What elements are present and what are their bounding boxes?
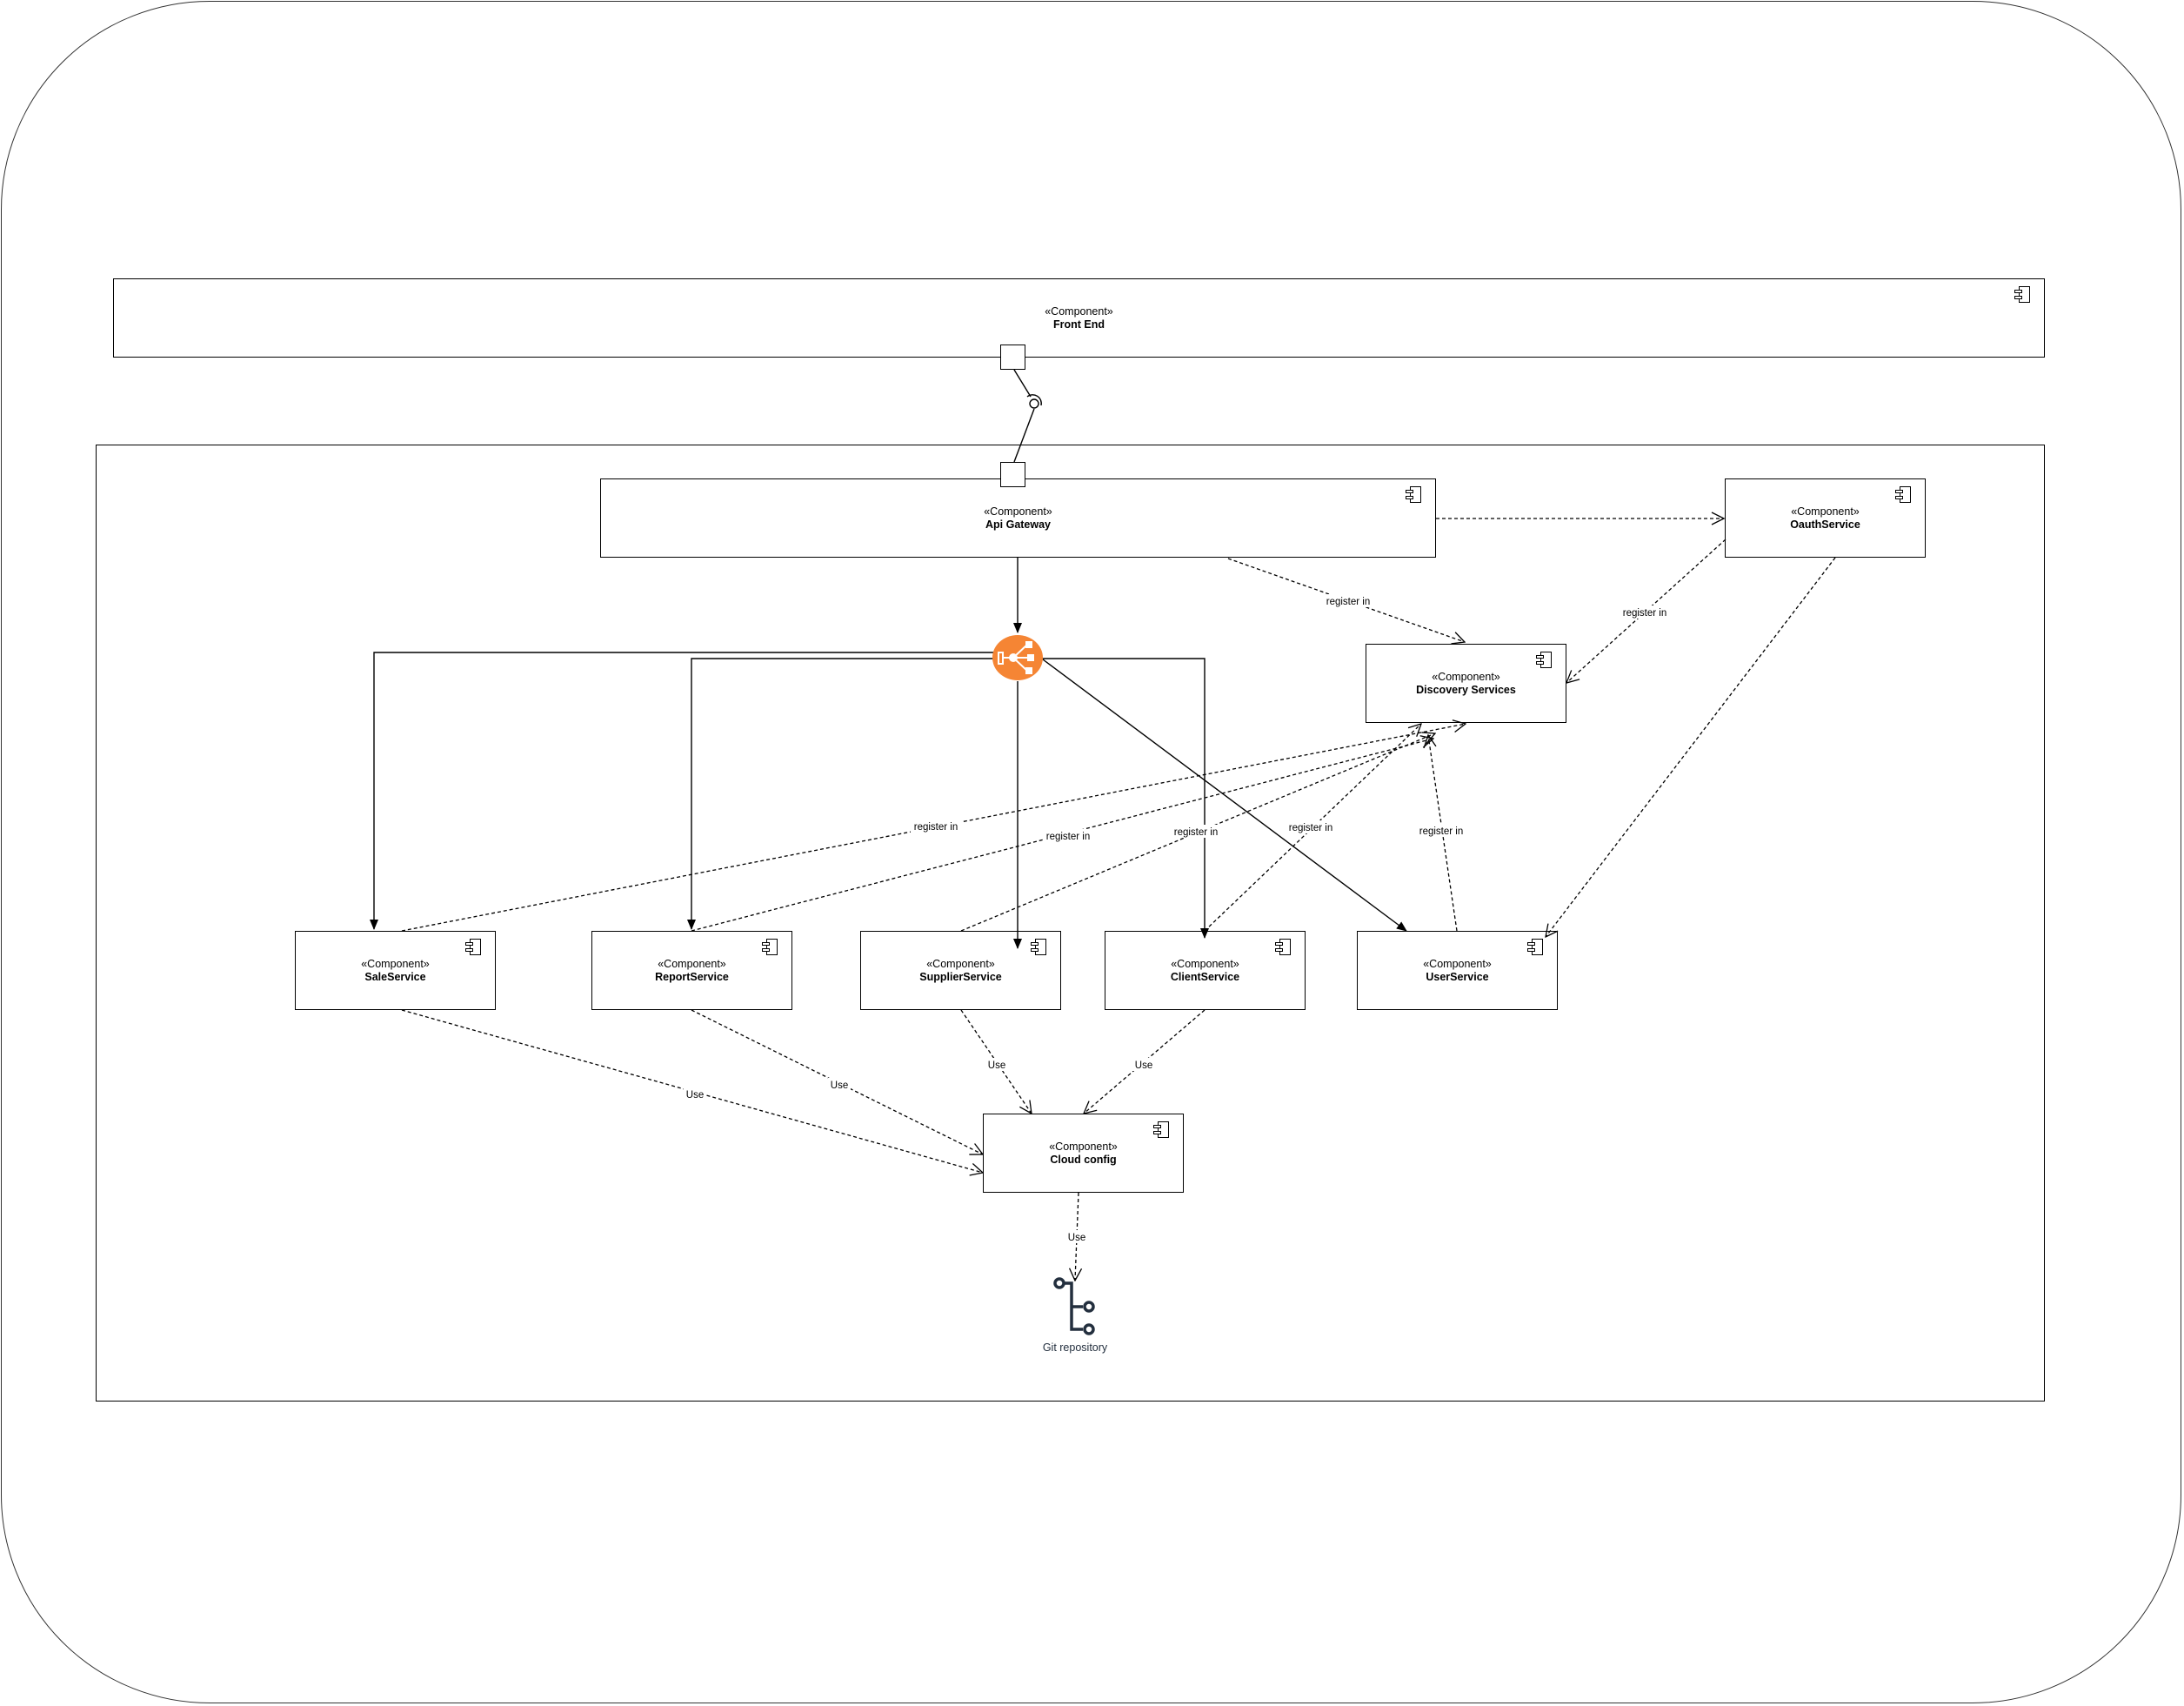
- component-icon: [2014, 286, 2030, 303]
- component-report-service[interactable]: «Component» ReportService: [591, 931, 792, 1010]
- component-name: Api Gateway: [985, 518, 1052, 531]
- component-icon: [1153, 1121, 1169, 1138]
- component-icon: [762, 939, 778, 955]
- stereotype-label: «Component»: [658, 957, 726, 970]
- component-icon: [1031, 939, 1046, 955]
- component-name: ClientService: [1170, 970, 1240, 983]
- stereotype-label: «Component»: [1423, 957, 1492, 970]
- component-icon: [1527, 939, 1543, 955]
- stereotype-label: «Component»: [1045, 304, 1113, 318]
- stereotype-label: «Component»: [1171, 957, 1239, 970]
- component-icon: [1406, 486, 1421, 503]
- component-discovery-services[interactable]: «Component» Discovery Services: [1366, 644, 1566, 723]
- component-name: ReportService: [655, 970, 729, 983]
- component-icon: [1536, 652, 1552, 668]
- component-icon: [1895, 486, 1911, 503]
- component-name: Cloud config: [1050, 1153, 1117, 1166]
- stereotype-label: «Component»: [984, 505, 1052, 518]
- component-oauth-service[interactable]: «Component» OauthService: [1725, 478, 1926, 558]
- component-name: OauthService: [1790, 518, 1860, 531]
- component-name: SaleService: [364, 970, 426, 983]
- component-name: SupplierService: [919, 970, 1002, 983]
- component-api-gateway[interactable]: «Component» Api Gateway: [600, 478, 1436, 558]
- front-end-port[interactable]: [1000, 345, 1025, 370]
- backend-system-boundary: [96, 445, 2045, 1402]
- component-name: Front End: [1052, 318, 1105, 331]
- stereotype-label: «Component»: [1432, 670, 1500, 683]
- component-front-end[interactable]: «Component» Front End: [113, 278, 2045, 358]
- stereotype-label: «Component»: [1049, 1140, 1118, 1153]
- git-repository-label: Git repository: [1042, 1341, 1108, 1354]
- component-name: UserService: [1426, 970, 1489, 983]
- component-sale-service[interactable]: «Component» SaleService: [295, 931, 496, 1010]
- stereotype-label: «Component»: [361, 957, 430, 970]
- component-name: Discovery Services: [1416, 683, 1516, 696]
- stereotype-label: «Component»: [1791, 505, 1860, 518]
- component-icon: [465, 939, 481, 955]
- stereotype-label: «Component»: [926, 957, 995, 970]
- component-client-service[interactable]: «Component» ClientService: [1105, 931, 1306, 1010]
- component-user-service[interactable]: «Component» UserService: [1357, 931, 1558, 1010]
- component-icon: [1275, 939, 1291, 955]
- api-gateway-port[interactable]: [1000, 462, 1025, 487]
- component-cloud-config[interactable]: «Component» Cloud config: [983, 1114, 1184, 1193]
- component-supplier-service[interactable]: «Component» SupplierService: [860, 931, 1061, 1010]
